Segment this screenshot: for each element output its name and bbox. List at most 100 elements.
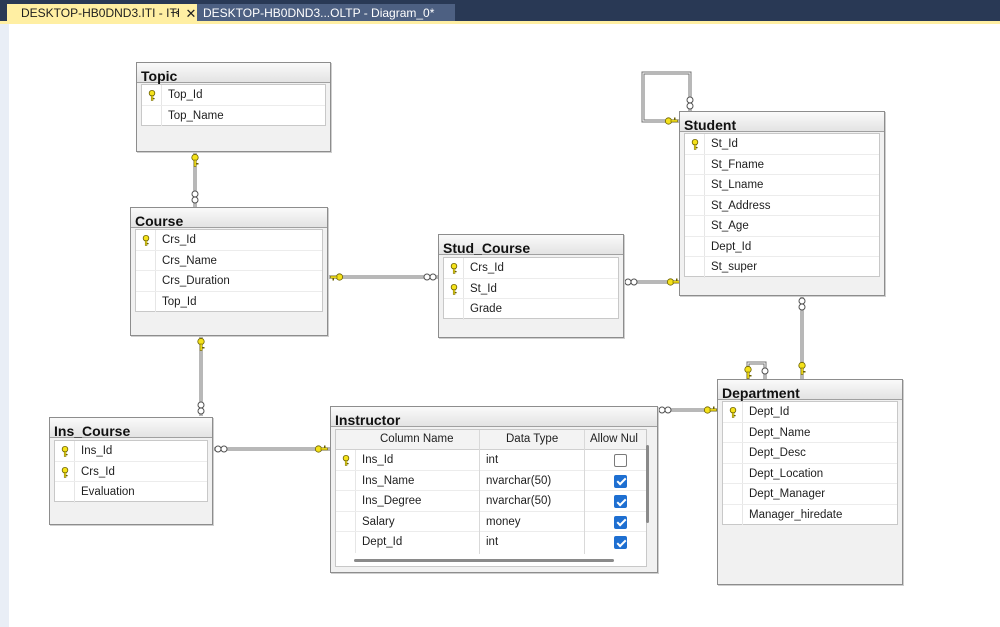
row-selector[interactable]	[444, 278, 464, 298]
data-type-cell[interactable]: money	[486, 515, 521, 528]
column-row[interactable]: Top_Name	[142, 105, 325, 126]
column-name-cell[interactable]: Ins_Name	[362, 474, 415, 487]
column-row[interactable]: St_Fname	[685, 154, 879, 175]
column-row[interactable]: St_Lname	[685, 175, 879, 196]
row-selector[interactable]	[685, 195, 705, 215]
column-row[interactable]: Dept_Name	[723, 422, 897, 443]
row-selector[interactable]	[136, 291, 156, 312]
allow-nulls-checkbox[interactable]	[614, 515, 627, 529]
column-name: Dept_Id	[749, 406, 790, 418]
column-row[interactable]: Manager_hiredate	[723, 504, 897, 525]
data-type-cell[interactable]: nvarchar(50)	[486, 474, 552, 487]
row-selector[interactable]	[685, 236, 705, 256]
header-data-type[interactable]: Data Type	[506, 433, 559, 445]
column-row[interactable]: Crs_Id	[55, 461, 207, 482]
row-selector[interactable]	[336, 491, 356, 511]
row-selector[interactable]	[55, 482, 75, 503]
column-row[interactable]: Crs_Duration	[136, 271, 322, 292]
column-row[interactable]: Grade	[444, 299, 618, 320]
column-row[interactable]: Dept_Location	[723, 463, 897, 484]
row-selector[interactable]	[723, 402, 743, 422]
column-row[interactable]: St_Id	[444, 278, 618, 299]
row-selector[interactable]	[142, 105, 162, 126]
column-name-cell[interactable]: Salary	[362, 515, 395, 528]
tab-diagram[interactable]: DESKTOP-HB0DND3...OLTP - Diagram_0*	[197, 4, 455, 24]
column-row[interactable]: St_Age	[685, 216, 879, 237]
column-row[interactable]: St_super	[685, 257, 879, 278]
column-row[interactable]: Ins_Id	[55, 441, 207, 462]
allow-nulls-checkbox[interactable]	[614, 474, 627, 488]
primary-key-icon	[148, 90, 156, 101]
row-selector[interactable]	[55, 461, 75, 481]
row-selector[interactable]	[723, 463, 743, 483]
column-row[interactable]: Crs_Id	[136, 230, 322, 251]
column-row[interactable]: Ins_Degree nvarchar(50)	[336, 491, 646, 512]
column-row[interactable]: Ins_Id int	[336, 450, 646, 471]
column-row[interactable]: St_Address	[685, 195, 879, 216]
column-row[interactable]: Dept_Id	[723, 402, 897, 423]
row-selector[interactable]	[142, 85, 162, 105]
column-row[interactable]: Top_Id	[142, 85, 325, 106]
column-row[interactable]: Crs_Name	[136, 250, 322, 271]
row-selector[interactable]	[336, 450, 356, 470]
header-allow-nulls[interactable]: Allow Nul	[590, 433, 638, 445]
column-row[interactable]: Dept_Desc	[723, 443, 897, 464]
column-row[interactable]: Ins_Name nvarchar(50)	[336, 470, 646, 492]
column-name: Dept_Name	[749, 426, 811, 439]
column-name: Dept_Desc	[749, 447, 806, 459]
row-selector[interactable]	[444, 299, 464, 320]
data-type-cell[interactable]: int	[486, 454, 499, 466]
column-name-cell[interactable]: Ins_Id	[362, 454, 394, 466]
row-selector[interactable]	[136, 230, 156, 250]
row-selector[interactable]	[444, 258, 464, 278]
column-row[interactable]: Salary money	[336, 511, 646, 533]
row-selector[interactable]	[723, 422, 743, 442]
row-selector[interactable]	[685, 216, 705, 236]
row-selector[interactable]	[723, 504, 743, 525]
row-selector[interactable]	[685, 175, 705, 195]
row-selector[interactable]	[136, 271, 156, 291]
column-row[interactable]: Top_Id	[136, 291, 322, 312]
column-name-cell[interactable]: Ins_Degree	[362, 495, 422, 508]
column-row[interactable]: Dept_Id int	[336, 532, 646, 553]
tab-iti-database[interactable]: DESKTOP-HB0DND3.ITI - ITI ⊸ ✕	[7, 4, 197, 24]
row-selector[interactable]	[685, 134, 705, 154]
close-icon[interactable]: ✕	[185, 6, 197, 21]
horizontal-scrollbar[interactable]	[354, 559, 614, 562]
row-selector[interactable]	[336, 511, 356, 532]
allow-nulls-checkbox[interactable]	[614, 495, 627, 509]
row-selector[interactable]	[723, 484, 743, 504]
row-selector[interactable]	[685, 154, 705, 174]
column-name: Top_Id	[162, 295, 197, 308]
row-selector[interactable]	[336, 470, 356, 491]
tab-label: DESKTOP-HB0DND3...OLTP - Diagram_0*	[203, 6, 435, 20]
allow-nulls-checkbox[interactable]	[614, 536, 627, 550]
column-row[interactable]: Dept_Id	[685, 236, 879, 257]
data-type-cell[interactable]: int	[486, 536, 499, 549]
column-name-cell[interactable]: Dept_Id	[362, 536, 403, 549]
table-title: Student	[684, 117, 737, 133]
table-instructor[interactable]: Instructor Column Name Data Type Allow N…	[330, 406, 658, 573]
row-selector[interactable]	[723, 443, 743, 463]
allow-nulls-checkbox[interactable]	[614, 454, 627, 467]
header-column-name[interactable]: Column Name	[380, 433, 454, 445]
vertical-scrollbar[interactable]	[646, 445, 649, 523]
column-name: Crs_Name	[162, 254, 217, 267]
row-selector[interactable]	[336, 532, 356, 553]
column-row[interactable]: St_Id	[685, 134, 879, 155]
column-row[interactable]: Evaluation	[55, 482, 207, 503]
column-row[interactable]: Dept_Manager	[723, 484, 897, 505]
row-selector[interactable]	[685, 257, 705, 278]
row-selector[interactable]	[136, 250, 156, 270]
pin-icon[interactable]: ⊸	[170, 7, 180, 19]
row-selector[interactable]	[55, 441, 75, 461]
data-type-cell[interactable]: nvarchar(50)	[486, 495, 552, 508]
column-row[interactable]: Crs_Id	[444, 258, 618, 279]
primary-key-icon	[61, 466, 69, 478]
